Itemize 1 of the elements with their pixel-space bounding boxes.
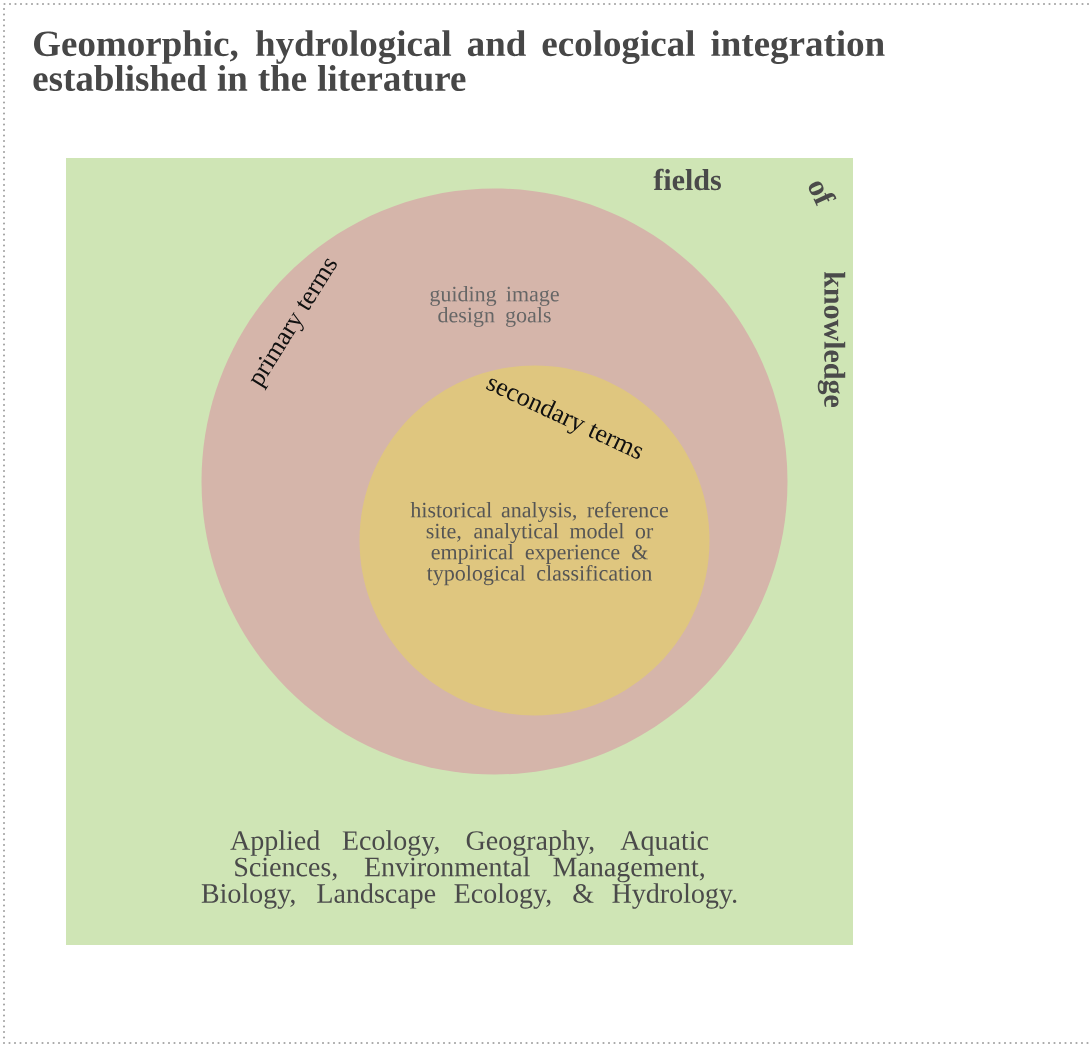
diagram-title: Geomorphic, hydrological and ecological integration established in the literature bbox=[33, 30, 885, 92]
